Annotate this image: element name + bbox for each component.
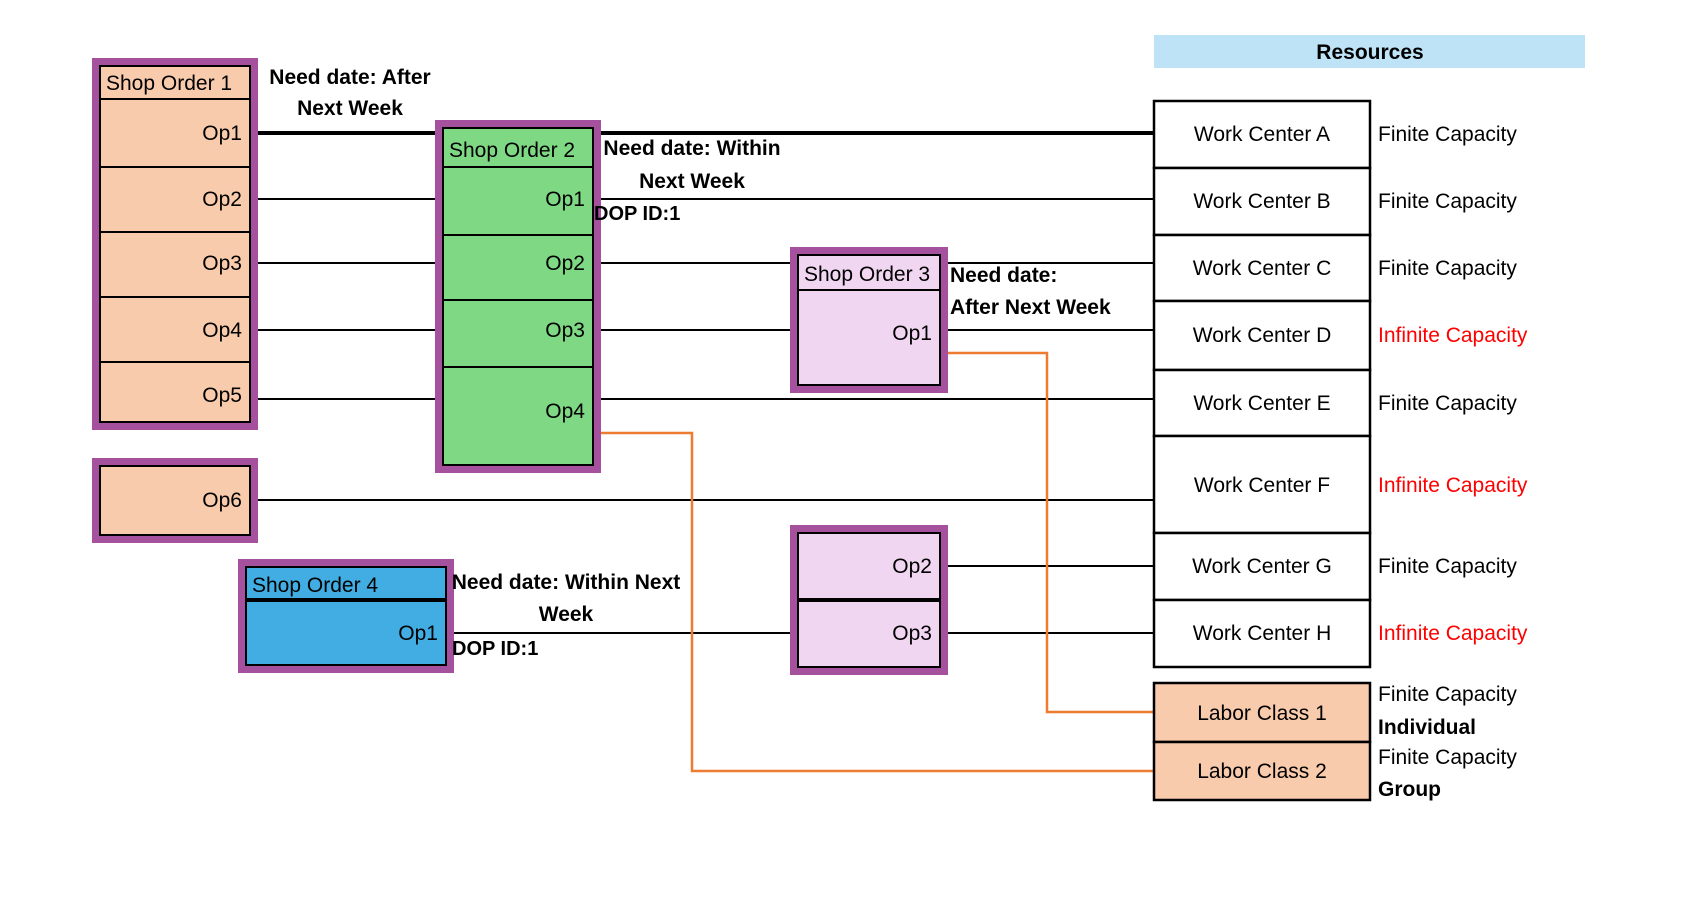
- so2-dop-id: DOP ID:1: [594, 203, 680, 225]
- labor-class-2-label: Labor Class 2: [1197, 760, 1327, 783]
- work-center-b-box: [1152, 166, 1372, 237]
- orange-connectors: [593, 351, 1154, 773]
- so3-op1-label: Op1: [892, 322, 932, 345]
- work-center-f-label: Work Center F: [1194, 474, 1330, 497]
- work-center-h-label: Work Center H: [1193, 622, 1331, 645]
- work-center-a-capacity: Finite Capacity: [1378, 123, 1517, 146]
- work-center-h-box: [1152, 598, 1372, 669]
- so4-need-date-line1: Need date: Within Next: [452, 571, 681, 594]
- so1-op1-label: Op1: [202, 122, 242, 145]
- work-center-g-box: [1152, 531, 1372, 602]
- shop-order-4-title: Shop Order 4: [252, 574, 378, 597]
- work-center-b-label: Work Center B: [1193, 190, 1330, 213]
- work-center-f-box: [1152, 434, 1372, 535]
- so2-need-date-line1: Need date: Within: [603, 137, 780, 160]
- work-center-e-capacity: Finite Capacity: [1378, 392, 1517, 415]
- so4-need-date-line2: Week: [539, 603, 594, 626]
- so2-op4-label: Op4: [545, 400, 585, 423]
- work-center-a-label: Work Center A: [1194, 123, 1330, 146]
- labor-class-1-label: Labor Class 1: [1197, 702, 1327, 725]
- shop-order-2-box: Shop Order 2 Op1 Op2 Op3 Op4: [435, 120, 601, 473]
- so3-op2-label: Op2: [892, 555, 932, 578]
- work-center-c-capacity: Finite Capacity: [1378, 257, 1517, 280]
- so1-need-date-line2: Next Week: [297, 97, 403, 120]
- so1-op2-label: Op2: [202, 188, 242, 211]
- so1-need-date-line1: Need date: After: [269, 66, 430, 89]
- labor-class-1-capacity: Finite Capacity: [1378, 683, 1517, 706]
- so2-op1-label: Op1: [545, 188, 585, 211]
- work-center-d-capacity: Infinite Capacity: [1378, 324, 1528, 347]
- work-center-d-box: [1152, 299, 1372, 372]
- so4-op1-label: Op1: [398, 622, 438, 645]
- so3-need-date-line2: After Next Week: [950, 296, 1111, 319]
- orange-connector-so3-to-labor-class-1: [940, 351, 1154, 714]
- work-center-e-box: [1152, 368, 1372, 438]
- so1-op6-label: Op6: [202, 489, 242, 512]
- work-center-b-capacity: Finite Capacity: [1378, 190, 1517, 213]
- shop-order-3-detached-ops-box: Op2 Op3: [790, 525, 948, 675]
- work-center-e-label: Work Center E: [1193, 392, 1330, 415]
- resources-title: Resources: [1316, 41, 1423, 64]
- work-center-c-label: Work Center C: [1193, 257, 1331, 280]
- work-center-g-label: Work Center G: [1192, 555, 1332, 578]
- so1-op5-label: Op5: [202, 384, 242, 407]
- resources-header: Resources: [1154, 35, 1585, 68]
- so3-op3-label: Op3: [892, 622, 932, 645]
- work-center-h-capacity: Infinite Capacity: [1378, 622, 1528, 645]
- shop-order-1-op6-box: Op6: [92, 458, 258, 543]
- shop-order-4-box: Shop Order 4 Op1: [238, 559, 454, 673]
- labor-class-2-box: [1152, 740, 1372, 802]
- labor-class-column: Labor Class 1 Labor Class 2 Finite Capac…: [1152, 681, 1517, 802]
- shop-order-1-box: Shop Order 1 Op1 Op2 Op3 Op4 Op5: [92, 58, 258, 430]
- work-center-c-box: [1152, 233, 1372, 303]
- black-connectors: [250, 131, 1154, 634]
- shop-order-3-title: Shop Order 3: [804, 263, 930, 286]
- labor-class-2-capacity: Finite Capacity: [1378, 746, 1517, 769]
- so2-need-date-line2: Next Week: [639, 170, 745, 193]
- shop-order-2-title: Shop Order 2: [449, 139, 575, 162]
- so4-dop-id: DOP ID:1: [452, 638, 538, 660]
- work-center-a-box: [1152, 99, 1372, 170]
- so2-op3-label: Op3: [545, 319, 585, 342]
- shop-order-1-title: Shop Order 1: [106, 72, 232, 95]
- labor-class-2-type: Group: [1378, 778, 1441, 801]
- work-center-g-capacity: Finite Capacity: [1378, 555, 1517, 578]
- work-center-column: Work Center A Work Center B Work Center …: [1152, 99, 1528, 669]
- labor-class-1-type: Individual: [1378, 716, 1476, 739]
- so1-op4-label: Op4: [202, 319, 242, 342]
- work-center-d-label: Work Center D: [1193, 324, 1331, 347]
- so3-need-date-line1: Need date:: [950, 264, 1057, 287]
- so2-op2-label: Op2: [545, 252, 585, 275]
- so1-op3-label: Op3: [202, 252, 242, 275]
- shop-order-3-box: Shop Order 3 Op1: [790, 247, 948, 393]
- work-center-f-capacity: Infinite Capacity: [1378, 474, 1528, 497]
- orange-connector-so2-to-labor-class-2: [593, 431, 1154, 773]
